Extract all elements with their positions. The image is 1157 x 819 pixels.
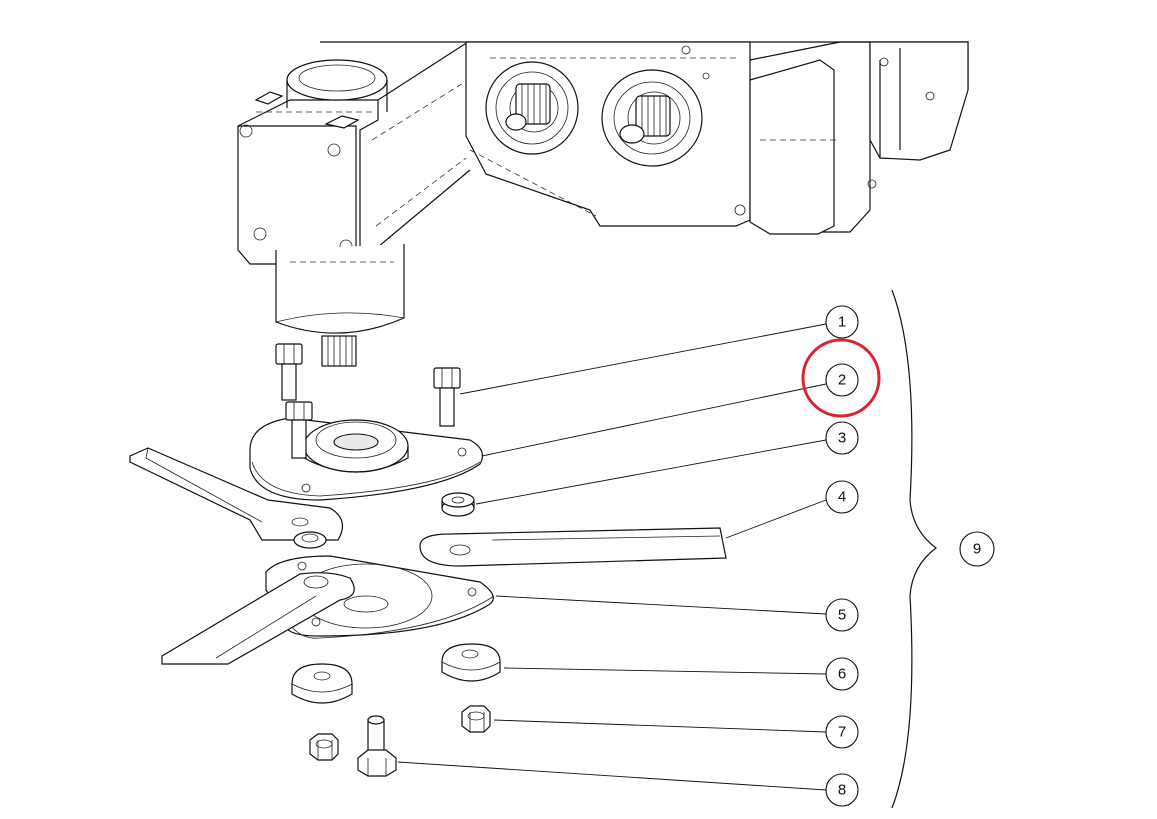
callout-label-8: 8 — [838, 782, 846, 799]
callout-label-5: 5 — [838, 607, 846, 624]
callout-label-1: 1 — [838, 314, 846, 331]
rubber-foot-right — [441, 643, 501, 682]
callout-balloon-2[interactable]: 2 — [825, 363, 859, 397]
callout-balloon-4[interactable]: 4 — [825, 480, 859, 514]
leader-lines — [397, 323, 827, 791]
callout-balloon-8[interactable]: 8 — [825, 773, 859, 807]
nut-right — [461, 705, 491, 733]
callout-balloon-1[interactable]: 1 — [825, 305, 859, 339]
callout-label-7: 7 — [838, 724, 846, 741]
callout-label-9: 9 — [973, 541, 981, 558]
blade-left-lower — [161, 572, 355, 665]
callout-balloon-6[interactable]: 6 — [825, 657, 859, 691]
callout-balloon-7[interactable]: 7 — [825, 715, 859, 749]
assembly-brace — [891, 289, 937, 809]
callout-label-3: 3 — [838, 430, 846, 447]
callout-label-4: 4 — [838, 489, 846, 506]
highlight-ring — [801, 338, 881, 418]
spacer-washer — [441, 492, 475, 517]
gearbox-housing — [237, 41, 969, 367]
callout-balloon-9[interactable]: 9 — [959, 531, 995, 567]
bolt-upper-left — [275, 343, 303, 401]
callout-balloon-3[interactable]: 3 — [825, 421, 859, 455]
nut-left — [309, 733, 339, 761]
callout-label-2: 2 — [838, 372, 846, 389]
bolt-flange — [285, 401, 313, 459]
bolt-upper-right — [433, 367, 461, 427]
bearing-flange-plate — [249, 417, 483, 501]
blade-right — [419, 527, 727, 567]
hex-bolt-lower — [357, 715, 397, 777]
callout-balloon-5[interactable]: 5 — [825, 598, 859, 632]
blade-left-upper — [129, 447, 344, 549]
rubber-foot-left — [291, 663, 353, 704]
callout-label-6: 6 — [838, 666, 846, 683]
